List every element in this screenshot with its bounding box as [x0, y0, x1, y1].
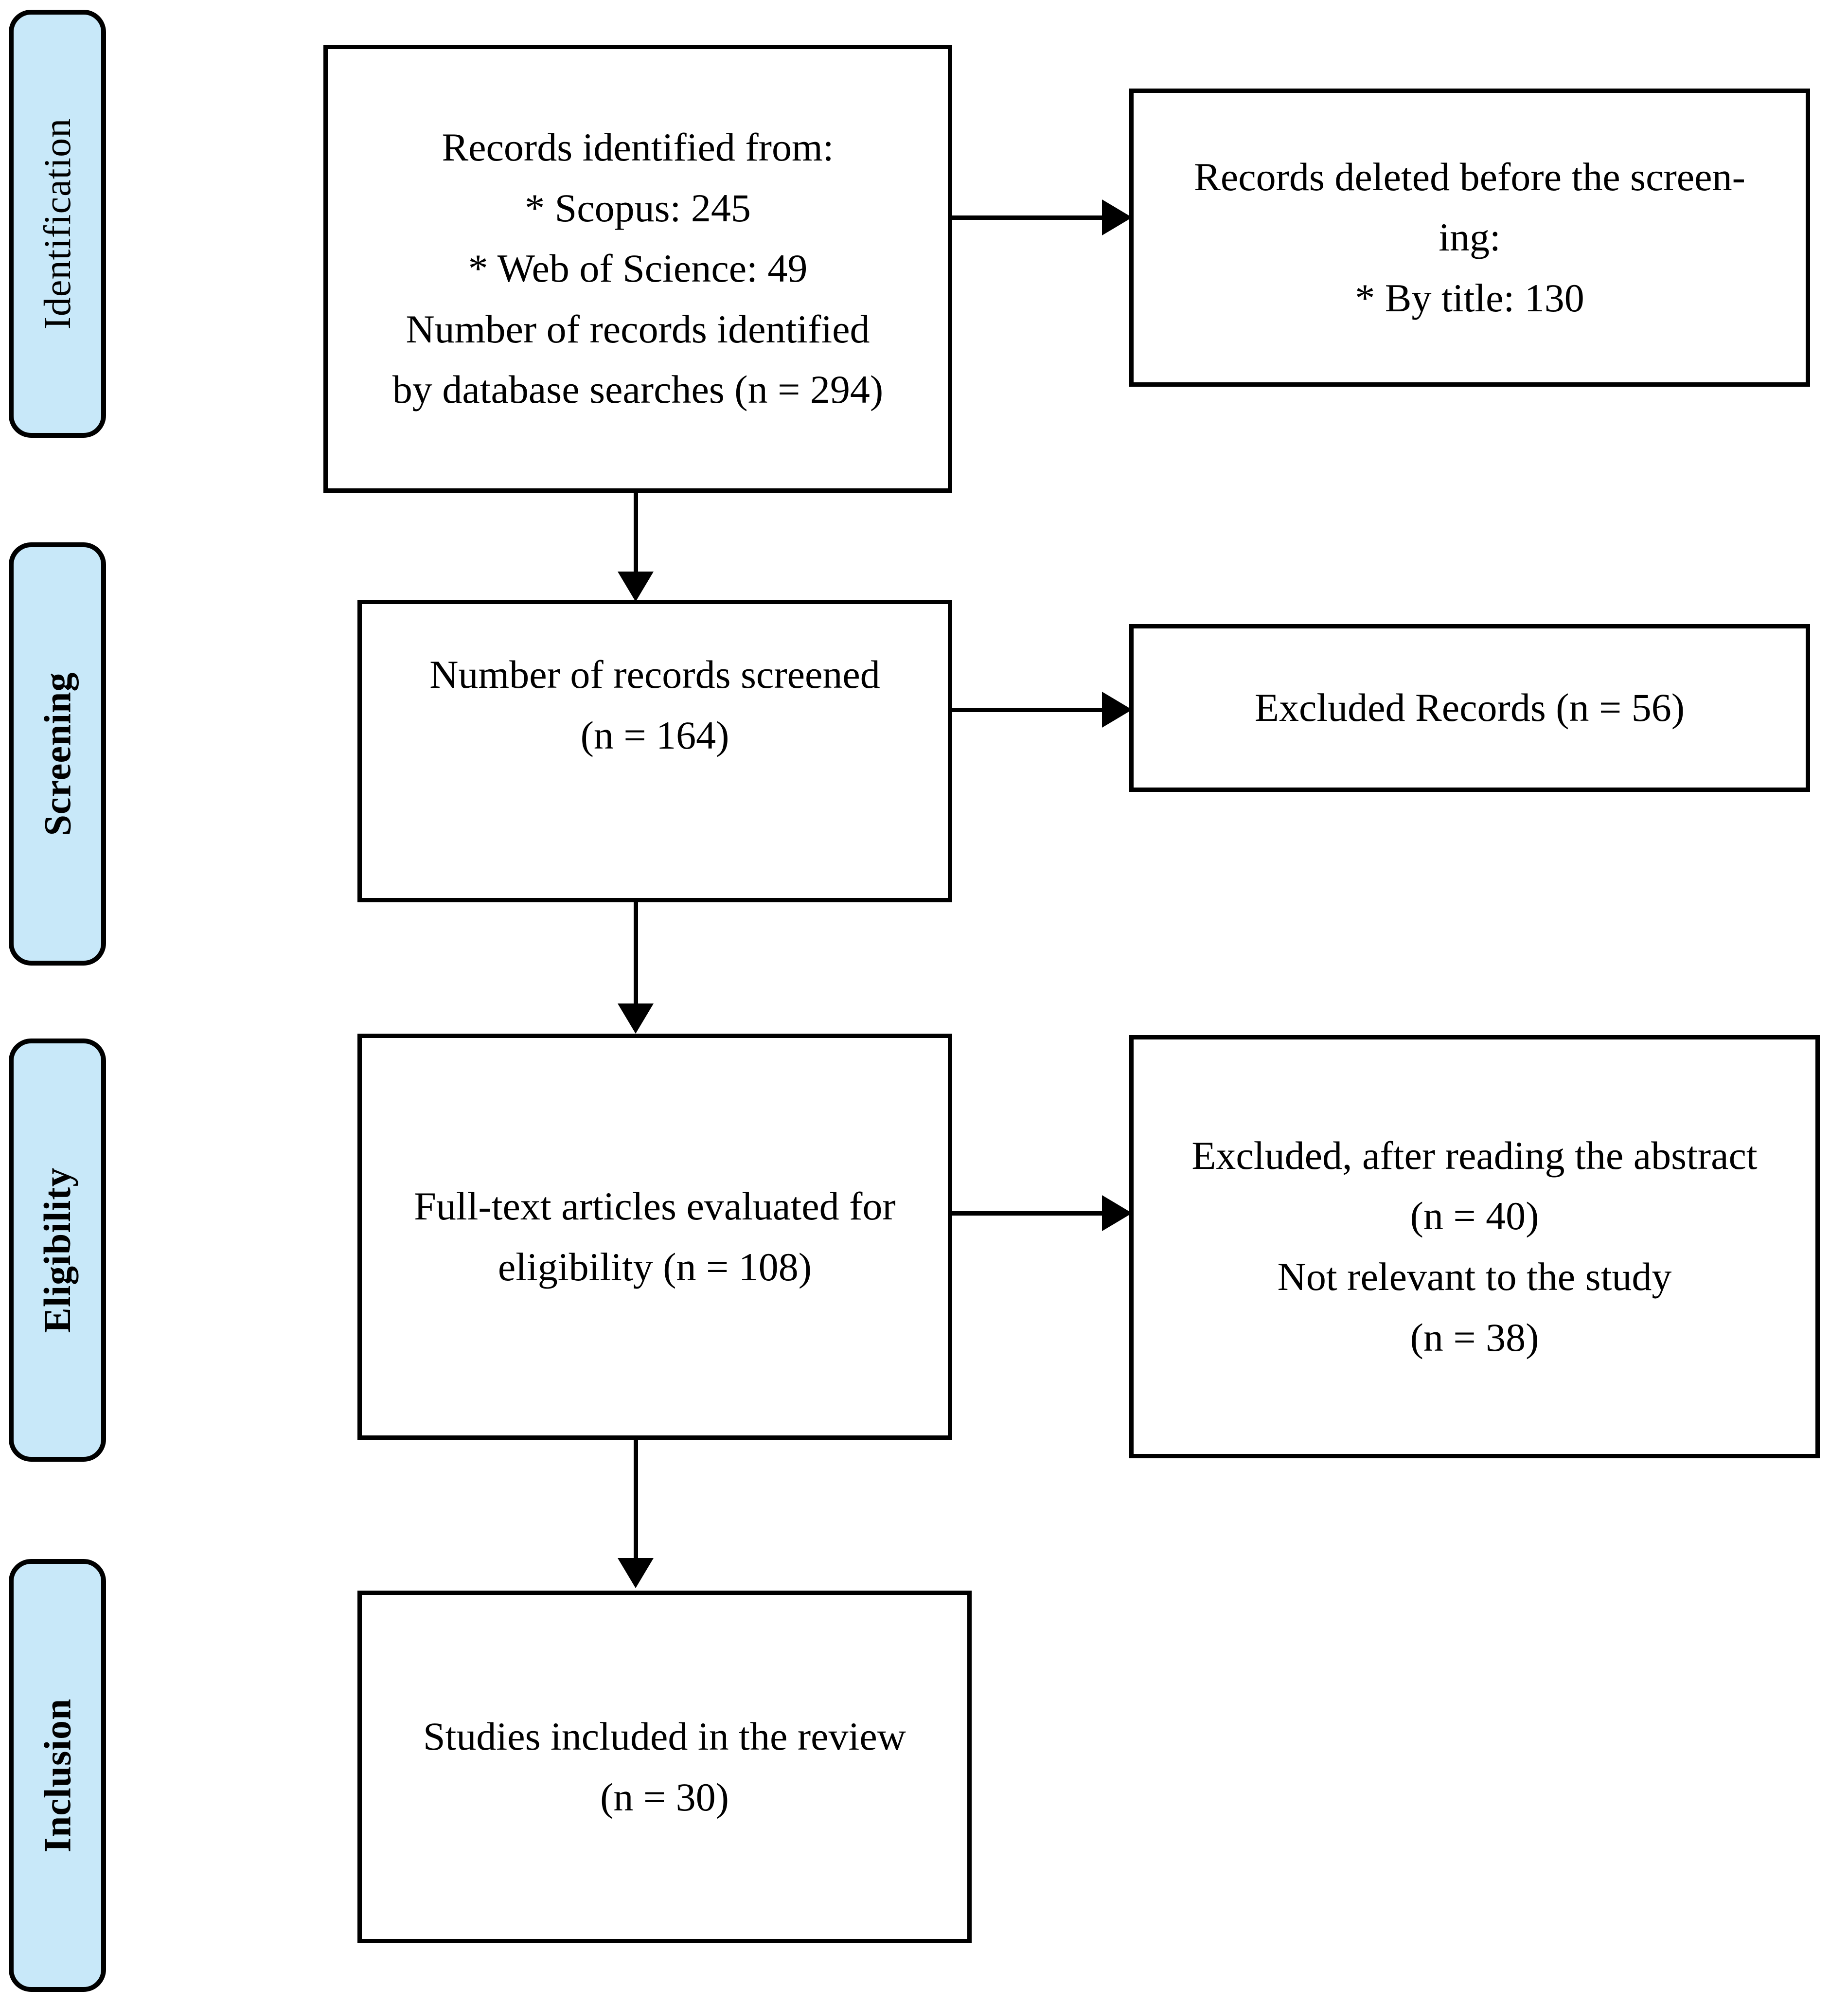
stage-pill-inclusion: Inclusion — [9, 1559, 106, 1992]
box-line: Excluded Records (n = 56) — [1254, 685, 1685, 730]
box-line: (n = 40) — [1410, 1194, 1539, 1238]
box-line: Studies included in the review — [423, 1714, 906, 1758]
arrow-identified-to-screened-head — [618, 572, 654, 602]
stage-pill-eligibility: Eligibility — [9, 1039, 106, 1462]
box-line: eligibility (n = 108) — [498, 1244, 812, 1289]
arrow-fulltext-to-included-shaft — [634, 1440, 638, 1561]
box-studies-included: Studies included in the review (n = 30) — [357, 1591, 972, 1943]
arrow-screened-to-excluded-head — [1102, 692, 1132, 728]
box-line: * By title: 130 — [1355, 275, 1584, 320]
stage-label-eligibility: Eligibility — [36, 1167, 78, 1333]
arrow-fulltext-to-included-head — [618, 1558, 654, 1588]
box-records-screened: Number of records screened (n = 164) — [357, 600, 952, 902]
box-line: * Web of Science: 49 — [468, 246, 808, 291]
box-fulltext-evaluated: Full-text articles evaluated for eligibi… — [357, 1034, 952, 1440]
box-line: Excluded, after reading the abstract — [1191, 1133, 1758, 1178]
box-line: (n = 38) — [1410, 1315, 1539, 1360]
arrow-fulltext-to-excluded-shaft — [952, 1211, 1105, 1216]
arrow-screened-to-fulltext-head — [618, 1003, 654, 1034]
stage-pill-screening: Screening — [9, 542, 106, 966]
box-line: Number of records identified — [406, 306, 870, 351]
arrow-identified-to-deleted-shaft — [952, 215, 1105, 220]
stage-label-identification: Identification — [36, 118, 79, 330]
box-line: Records deleted before the screen- — [1194, 154, 1745, 199]
stage-label-screening: Screening — [36, 672, 79, 836]
box-line: * Scopus: 245 — [525, 185, 751, 230]
arrow-identified-to-deleted-head — [1102, 199, 1132, 235]
box-line: (n = 164) — [580, 713, 729, 757]
stage-pill-identification: Identification — [9, 10, 106, 438]
box-line: ing: — [1439, 215, 1501, 260]
box-line: (n = 30) — [600, 1774, 729, 1819]
arrow-identified-to-screened-shaft — [634, 493, 638, 575]
box-excluded-after-abstract: Excluded, after reading the abstract (n … — [1129, 1035, 1820, 1458]
box-excluded-records: Excluded Records (n = 56) — [1129, 624, 1810, 792]
arrow-screened-to-excluded-shaft — [952, 708, 1105, 712]
arrow-screened-to-fulltext-shaft — [634, 902, 638, 1007]
box-line: Records identified from: — [442, 125, 834, 169]
arrow-fulltext-to-excluded-head — [1102, 1195, 1132, 1231]
box-line: by database searches (n = 294) — [392, 367, 884, 412]
box-line: Not relevant to the study — [1277, 1254, 1672, 1299]
box-line: Full-text articles evaluated for — [414, 1183, 896, 1228]
stage-label-inclusion: Inclusion — [36, 1698, 78, 1853]
box-records-identified: Records identified from: * Scopus: 245 *… — [323, 45, 952, 493]
box-line: Number of records screened — [429, 652, 880, 697]
box-records-deleted: Records deleted before the screen- ing: … — [1129, 89, 1810, 387]
